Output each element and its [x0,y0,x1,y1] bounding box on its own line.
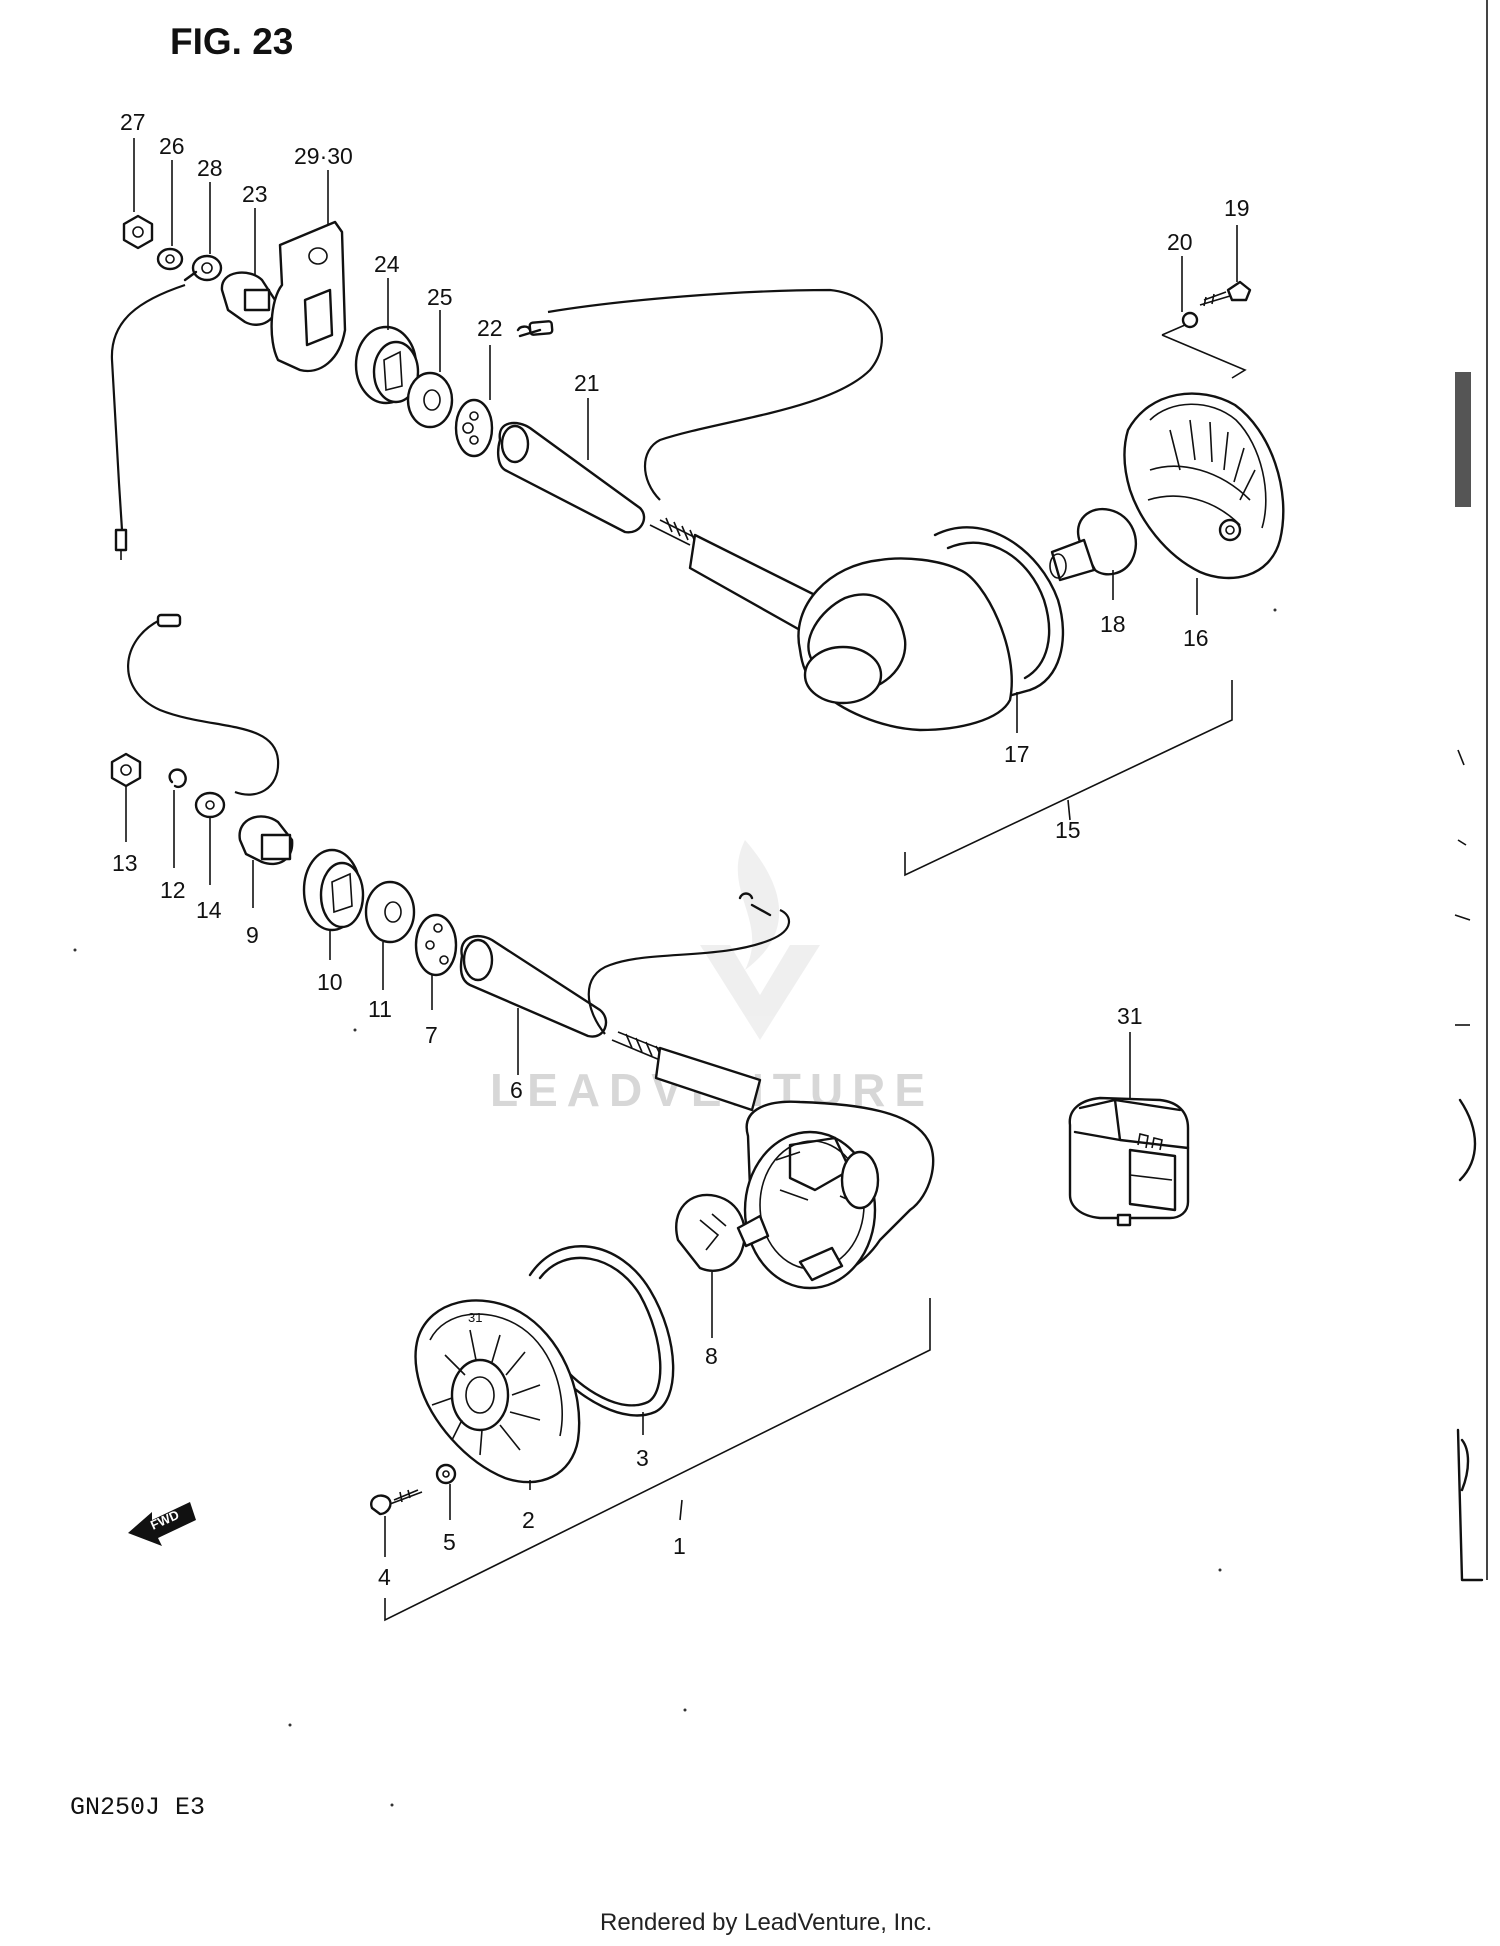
callout-2: 2 [522,1507,535,1533]
callout-16: 16 [1183,625,1209,651]
callout-labels: 27 26 28 23 29·30 24 25 22 21 20 19 18 1… [112,109,1250,1590]
scan-specks [73,608,1277,1807]
callout-15: 15 [1055,817,1081,843]
callout-11: 11 [368,996,392,1022]
watermark-logo [700,840,820,1040]
callout-24: 24 [374,251,400,277]
group-1-bracket [384,1298,931,1622]
group-15-leader [1067,799,1071,821]
callout-27: 27 [120,109,146,135]
callout-7: 7 [425,1022,438,1048]
callout-8: 8 [705,1343,718,1369]
callout-14: 14 [196,897,222,923]
callout-19: 19 [1224,195,1250,221]
lens-mark: 31 [468,1310,482,1325]
callout-28: 28 [197,155,223,181]
callout-25: 25 [427,284,453,310]
callout-22: 22 [477,315,503,341]
callout-29-30: 29·30 [294,143,353,169]
figure-title: FIG. 23 [170,21,293,62]
callout-26: 26 [159,133,185,159]
group-1-leader [679,1499,683,1521]
model-code: GN250J E3 [70,1793,205,1822]
callout-20: 20 [1167,229,1193,255]
lower-turn-signal-assembly: 31 [110,613,935,1516]
callout-31: 31 [1117,1003,1143,1029]
footer-credit: Rendered by LeadVenture, Inc. [600,1909,932,1936]
callout-10: 10 [317,969,343,995]
callout-9: 9 [246,922,259,948]
forward-direction-arrow: FWD [128,1502,196,1546]
leader-lines [125,138,1238,1557]
callout-3: 3 [636,1445,649,1471]
callout-23: 23 [242,181,268,207]
group-15-bracket [904,680,1233,877]
callout-21: 21 [574,370,600,396]
callout-6: 6 [510,1077,523,1103]
callout-13: 13 [112,850,138,876]
scan-edge-artifacts [1454,0,1488,1582]
callout-1: 1 [673,1533,686,1559]
upper-turn-signal-assembly [110,214,1285,732]
flasher-relay [1068,1096,1190,1227]
callout-5: 5 [443,1529,456,1555]
callout-17: 17 [1004,741,1030,767]
callout-12: 12 [160,877,186,903]
callout-18: 18 [1100,611,1126,637]
callout-4: 4 [378,1564,391,1590]
